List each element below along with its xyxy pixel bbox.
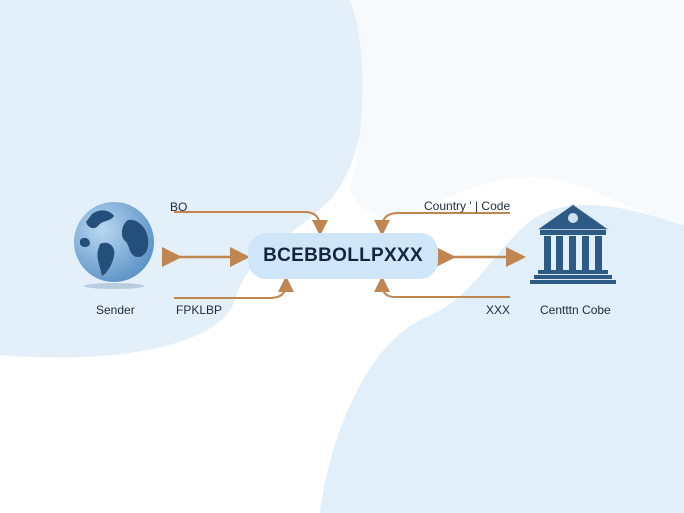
globe-icon (74, 202, 154, 289)
arrow-top-right (374, 212, 510, 236)
annotation-top-right: Country ' | Code (424, 199, 511, 213)
annotation-bottom-right: XXX (486, 303, 511, 317)
bic-code-text: BCEBBOLLPXXX (263, 245, 423, 266)
arrow-bottom-right (374, 276, 510, 298)
arrow-top-left (174, 211, 328, 236)
receiver-label: Centttn Cobe (540, 303, 611, 317)
annotation-bottom-left: FPKLBP (176, 303, 223, 317)
arrow-bottom-left (174, 276, 294, 299)
bank-building-icon (530, 203, 616, 284)
bic-code-box: BCEBBOLLPXXX (248, 233, 438, 279)
sender-label: Sender (96, 303, 135, 317)
annotation-top-left: BO (170, 200, 188, 214)
